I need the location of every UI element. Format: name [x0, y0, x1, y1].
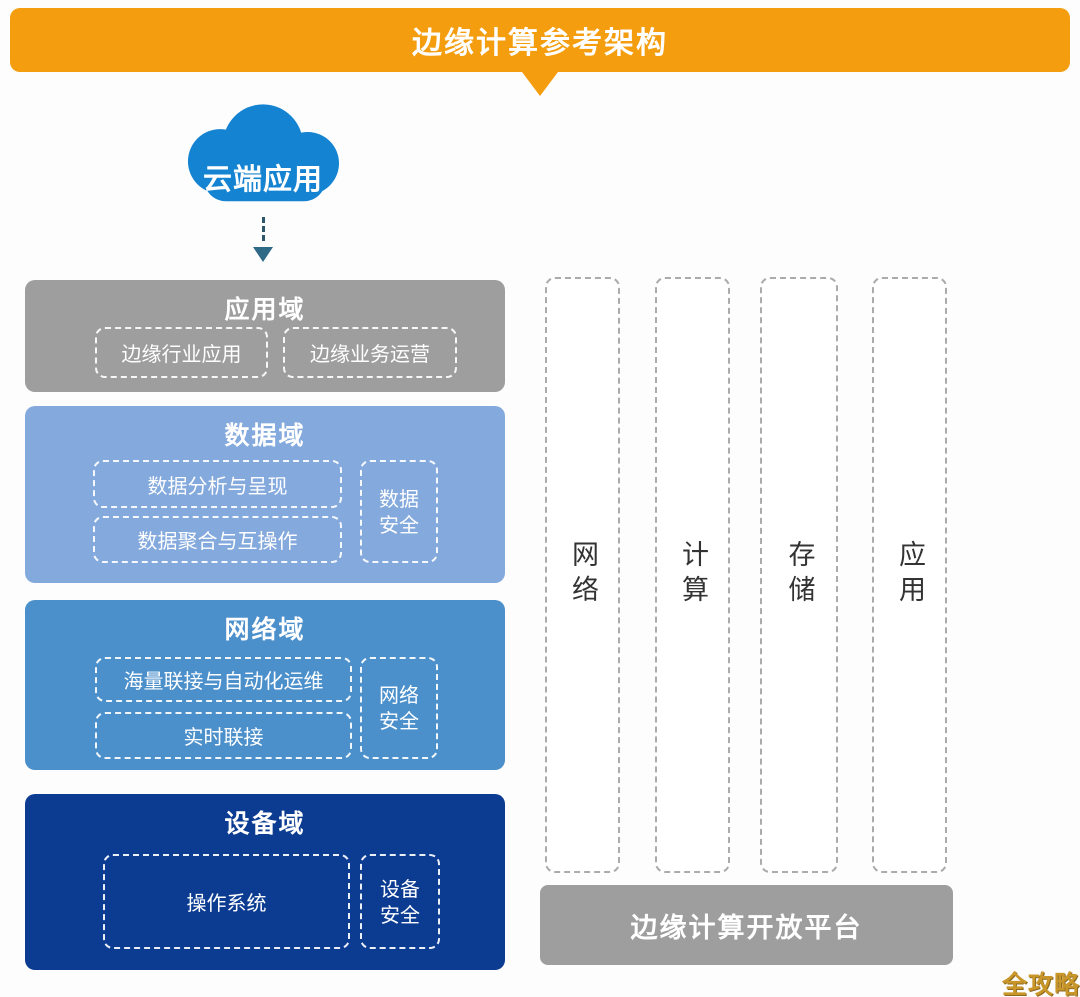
arrow-head	[253, 247, 273, 262]
banner-pointer	[522, 72, 558, 96]
cloud-application-node: 云端应用	[168, 102, 358, 217]
module-label: 数据聚合与互操作	[137, 529, 298, 553]
module-label: 海量联接与自动化运维	[123, 669, 324, 693]
module-realtime-connection: 实时联接	[95, 712, 352, 759]
layer-network-domain: 网络域 海量联接与自动化运维 实时联接 网络安全	[25, 600, 505, 770]
column-application: 应用	[872, 277, 947, 873]
module-edge-business-ops: 边缘业务运营	[283, 327, 457, 378]
open-platform-bar: 边缘计算开放平台	[540, 885, 953, 965]
module-label: 数据分析与呈现	[147, 473, 288, 498]
column-network: 网络	[545, 277, 620, 873]
column-storage: 存储	[760, 277, 838, 873]
column-label: 存储	[783, 540, 815, 610]
module-data-security: 数据安全	[360, 460, 438, 563]
module-label: 实时联接	[183, 725, 264, 749]
cloud-label: 云端应用	[202, 162, 323, 196]
module-operating-system: 操作系统	[103, 854, 350, 949]
module-network-security: 网络安全	[360, 657, 438, 759]
module-data-aggregation: 数据聚合与互操作	[93, 516, 342, 563]
security-label: 设备安全	[380, 876, 420, 927]
arrow-dashed-line	[262, 217, 265, 241]
module-data-analysis: 数据分析与呈现	[93, 460, 342, 508]
module-label: 边缘行业应用	[121, 342, 242, 366]
layer-title-data: 数据域	[224, 421, 306, 450]
module-edge-industry-apps: 边缘行业应用	[95, 327, 268, 378]
layer-title-network: 网络域	[224, 615, 306, 644]
security-label: 数据安全	[379, 486, 419, 537]
watermark-text: 全攻略	[1002, 970, 1080, 997]
module-label: 边缘业务运营	[310, 342, 430, 366]
open-platform-label: 边缘计算开放平台	[630, 912, 863, 944]
module-device-security: 设备安全	[360, 854, 440, 949]
security-label: 网络安全	[379, 683, 419, 733]
column-compute: 计算	[655, 277, 730, 873]
column-label: 计算	[677, 540, 708, 610]
down-arrow-icon	[246, 215, 280, 270]
layer-application-domain: 应用域 边缘行业应用 边缘业务运营	[25, 280, 505, 392]
column-label: 应用	[894, 540, 925, 610]
layer-data-domain: 数据域 数据分析与呈现 数据聚合与互操作 数据安全	[25, 406, 505, 583]
column-label: 网络	[567, 540, 598, 610]
title-banner: 边缘计算参考架构	[10, 8, 1070, 96]
page-title: 边缘计算参考架构	[412, 26, 668, 61]
layer-title-device: 设备域	[224, 809, 306, 838]
module-massive-connection: 海量联接与自动化运维	[95, 657, 352, 702]
layer-device-domain: 设备域 操作系统 设备安全	[25, 794, 505, 970]
module-label: 操作系统	[186, 891, 267, 915]
cloud-icon	[187, 104, 339, 202]
layer-title-application: 应用域	[224, 295, 306, 324]
